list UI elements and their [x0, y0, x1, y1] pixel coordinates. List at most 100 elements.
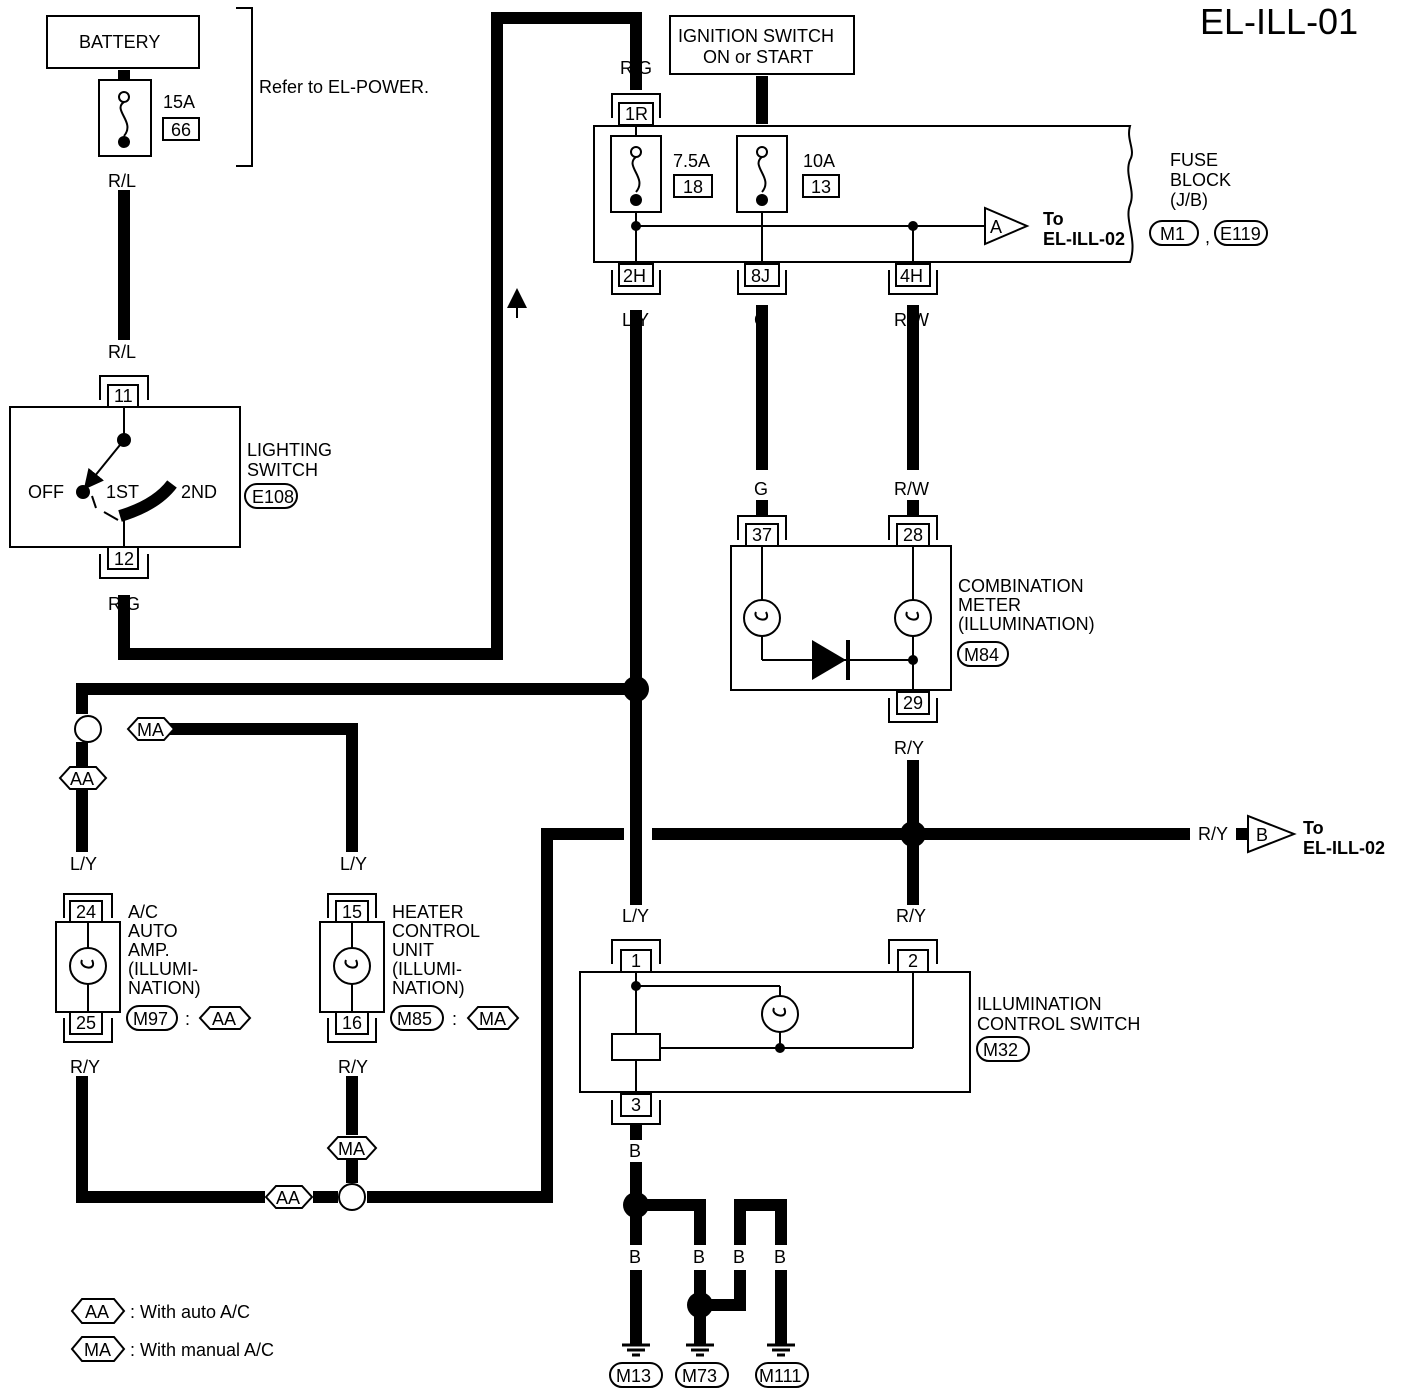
connector-3-bracket	[611, 1100, 661, 1125]
ac-amp-label-line3: AMP.	[128, 940, 170, 960]
connector-15-bracket	[327, 893, 377, 918]
ground-m13-badge	[609, 1362, 663, 1388]
illumination-control-switch: L/Y R/Y 1 2 3 B ILLUMINATION CONTROL SWI…	[579, 906, 1140, 1161]
heater-connector-id: M85	[397, 1009, 432, 1029]
heater-label-line1: HEATER	[392, 902, 464, 922]
fuse-13-element	[757, 156, 767, 193]
ls-off-tick	[91, 495, 97, 509]
legend-aa-text: : With auto A/C	[130, 1302, 250, 1322]
ignition-box	[669, 15, 855, 75]
fuse-66-number-box	[162, 117, 200, 141]
wire-color-gnd-main: B	[629, 1247, 641, 1267]
terminal-25-box	[69, 1011, 103, 1035]
connector-16-bracket	[327, 1018, 377, 1043]
legend-ma-tag: MA	[84, 1340, 111, 1360]
battery-block: BATTERY 15A 66 Refer to EL-POWER. R/L	[46, 7, 429, 191]
legend-item-ma: MA : With manual A/C	[70, 1336, 274, 1362]
heater-option-tag	[466, 1006, 520, 1030]
terminal-1r: 1R	[625, 104, 648, 124]
terminal-1: 1	[631, 951, 641, 971]
cm-diode-symbol	[812, 640, 846, 680]
connector-2-bracket	[888, 939, 938, 964]
arrow-a-to: To	[1043, 209, 1064, 229]
connector-28-bracket	[888, 515, 938, 540]
heater-label-line2: CONTROL	[392, 921, 480, 941]
option-tag-aa-left: AA	[58, 766, 108, 790]
connector-24-bracket	[63, 893, 113, 918]
fuse-block-label-line3: (J/B)	[1170, 190, 1208, 210]
terminal-15: 15	[342, 902, 362, 922]
terminal-2h: 2H	[623, 266, 646, 286]
fuse-18-number-box	[673, 174, 713, 198]
wire-color-ls-in: R/L	[108, 342, 136, 362]
terminal-2: 2	[908, 951, 918, 971]
heater-colon: :	[452, 1009, 457, 1029]
ics-connector-id: M32	[983, 1040, 1018, 1060]
arrow-b-triangle	[1247, 814, 1297, 854]
cm-label-line3: (ILLUMINATION)	[958, 614, 1095, 634]
fuse-13-bottom-terminal	[756, 194, 768, 206]
ls-connector-badge	[244, 483, 298, 509]
heater-connector-badge	[390, 1005, 444, 1031]
ac-amp-option-tag	[198, 1006, 252, 1030]
connector-1-bracket	[611, 939, 661, 964]
terminal-3: 3	[631, 1095, 641, 1115]
ac-amp-label-line4: (ILLUMI-	[128, 959, 198, 979]
wire-color-cm-28: R/W	[894, 479, 929, 499]
ls-1st-tick	[103, 511, 119, 521]
ls-label-line2: SWITCH	[247, 460, 318, 480]
terminal-8j: 8J	[751, 266, 770, 286]
ls-position-1st: 1ST	[106, 482, 139, 502]
ics-rheostat	[611, 1033, 661, 1061]
ac-amp-label-line1: A/C	[128, 902, 158, 922]
terminal-4h-box	[895, 263, 931, 287]
wire-color-cm-29: R/Y	[894, 738, 924, 758]
ls-connector-id: E108	[252, 487, 294, 507]
ac-amp-connector-id: M97	[133, 1009, 168, 1029]
fuse-18-rating: 7.5A	[673, 151, 710, 171]
heater-bulb	[333, 947, 371, 985]
wire-color-fb-in: R/G	[620, 58, 652, 78]
wire-color-ls-out: R/G	[108, 594, 140, 614]
heater-label-line3: UNIT	[392, 940, 434, 960]
fuse-18-element	[631, 156, 641, 193]
fuse-18-bottom-terminal	[630, 194, 642, 206]
ics-bulb-filament	[772, 1007, 787, 1017]
wire-color-ics-3: B	[629, 1141, 641, 1161]
fuse-block-conn-sep: ,	[1205, 227, 1210, 247]
cm-label-line1: COMBINATION	[958, 576, 1084, 596]
ics-connector-badge	[976, 1036, 1030, 1062]
wire-color-aa-out: R/Y	[70, 1057, 100, 1077]
fuse-18-top-terminal	[630, 146, 642, 158]
heater-control-unit: L/Y 15 16 R/Y HEATER CONTROL UNIT (ILLUM…	[319, 854, 520, 1077]
terminal-3-box	[620, 1093, 652, 1117]
terminal-37: 37	[752, 525, 772, 545]
terminal-16-box	[335, 1011, 369, 1035]
fuse-block-conn1: M1	[1160, 224, 1185, 244]
combination-meter: G R/W 37 28 29 R/Y COMBINATION METER (IL…	[730, 479, 1095, 758]
ground-symbol-m73: M73	[675, 1343, 729, 1388]
ry-output: R/Y B To EL-ILL-02	[1198, 814, 1385, 858]
battery-box	[46, 15, 200, 69]
option-tag-ma-top: MA	[126, 717, 176, 741]
terminal-12-box	[107, 546, 139, 570]
ac-auto-amp: L/Y 24 25 R/Y A/C AUTO AMP. (ILLUMI- NAT…	[55, 854, 252, 1077]
ls-off-contact	[76, 485, 90, 499]
fuse-13-top-terminal	[756, 146, 768, 158]
option-tag-aa-left-text: AA	[70, 769, 94, 789]
wire-color-ics-2: R/Y	[896, 906, 926, 926]
wires	[76, 12, 1190, 1345]
ls-position-2nd: 2ND	[181, 482, 217, 502]
connector-1r-bracket	[611, 93, 661, 118]
ics-junction-bottom	[775, 1043, 785, 1053]
terminal-24: 24	[76, 902, 96, 922]
connector-2h-bracket	[611, 270, 661, 295]
cm-bulb-left	[743, 599, 781, 637]
ls-position-off: OFF	[28, 482, 64, 502]
connector-11-bracket	[99, 375, 149, 400]
option-tag-aa-bottom: AA	[264, 1185, 314, 1209]
terminal-12: 12	[114, 549, 134, 569]
ac-amp-bulb	[69, 947, 107, 985]
ac-amp-label-line2: AUTO	[128, 921, 178, 941]
wire-color-fb-4h: R/W	[894, 310, 929, 330]
